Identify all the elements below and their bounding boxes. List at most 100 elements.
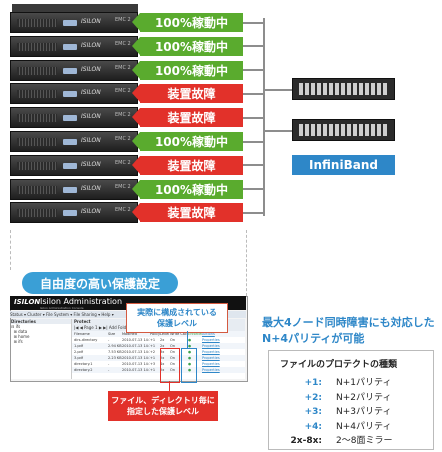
table-cell: +2 <box>150 350 156 354</box>
directory-tree-item[interactable]: ⊟ ifs <box>11 324 21 329</box>
protection-type-row: +4:N+4パリティ <box>278 419 392 432</box>
table-row[interactable]: directory.1-2010-07-13 14:18+34xOn●Prope… <box>72 361 245 367</box>
node-vent <box>17 209 57 218</box>
isilon-logo: ISILON <box>14 298 41 306</box>
connector-switch-2 <box>263 130 292 132</box>
table-cell: Properties <box>202 350 220 354</box>
table-cell: ● <box>188 350 192 354</box>
table-cell: Filename <box>74 332 90 336</box>
protection-type-value: N+3パリティ <box>336 407 392 417</box>
table-cell: directory.1 <box>74 362 93 366</box>
table-cell: 2.23 KB <box>108 356 122 360</box>
protection-type-row: +2:N+2パリティ <box>278 390 392 403</box>
storage-node: ISILON EMC 2 <box>10 35 138 57</box>
flex-protection-pill: 自由度の高い保護設定 <box>22 272 178 294</box>
status-connector <box>243 92 264 95</box>
table-cell: Level <box>160 332 170 336</box>
node-model: EMC 2 <box>115 136 131 142</box>
node-brand: ISILON <box>81 113 101 121</box>
guide-line-right <box>246 230 247 296</box>
table-cell: 2010-07-13 14:18 <box>122 338 150 342</box>
callout-pointer-specified <box>169 381 170 391</box>
table-cell: dirs-directory <box>74 338 98 342</box>
table-cell: ● <box>188 362 192 366</box>
protection-type-row: 2x-8x:2～8面ミラー <box>278 433 393 446</box>
status-connector <box>243 69 264 72</box>
directory-tree-item[interactable]: ⊞ data <box>11 329 28 334</box>
status-connector <box>243 21 264 24</box>
node-led <box>63 43 77 50</box>
node-model: EMC 2 <box>115 64 131 71</box>
node-brand: ISILON <box>81 184 101 192</box>
table-cell: ● <box>188 368 192 372</box>
table-cell: - <box>108 368 110 372</box>
node-led <box>63 91 77 98</box>
status-connector <box>243 140 264 143</box>
table-cell: On <box>170 350 175 354</box>
table-cell: 7.53 KB <box>108 350 122 354</box>
directory-tree[interactable]: ⊟ ifs ⊞ data ⊞ home ⊞ ifs <box>11 324 71 344</box>
table-cell: 2x <box>160 338 165 342</box>
table-row[interactable]: directory.2-2010-07-13 14:18+12xOn●Prope… <box>72 367 245 373</box>
node-status-badge: 100%稼動中 <box>132 36 243 56</box>
node-led <box>63 20 77 26</box>
table-cell: On <box>170 362 175 366</box>
admin-window-title: Isilon Administration <box>40 297 123 306</box>
directory-tree-item[interactable]: ⊞ ifs <box>11 339 23 344</box>
table-cell: Properties <box>202 344 220 348</box>
protection-type-row: +3:N+3パリティ <box>278 404 392 417</box>
connector-bus <box>263 18 265 216</box>
table-cell: +1 <box>150 368 156 372</box>
node-led <box>63 115 77 122</box>
node-status-badge: 装置故障 <box>132 84 243 104</box>
protection-type-key: 2x-8x: <box>290 436 322 446</box>
storage-node: ISILON EMC 2 <box>10 131 138 152</box>
rack-top <box>12 4 138 12</box>
directory-panel-heading: Directories <box>11 319 71 324</box>
guide-line-left <box>10 230 11 270</box>
protection-type-key: +2: <box>304 392 322 403</box>
table-cell: 3x <box>160 350 165 354</box>
node-model: EMC 2 <box>115 88 131 95</box>
table-cell: directory.2 <box>74 368 93 372</box>
table-cell: Size <box>108 332 116 336</box>
table-cell: On <box>170 338 175 342</box>
node-brand: ISILON <box>81 41 101 49</box>
table-cell: +3 <box>150 362 156 366</box>
node-status-badge: 装置故障 <box>132 155 243 175</box>
status-connector <box>243 211 264 214</box>
node-brand: ISILON <box>81 137 101 144</box>
table-cell: 2010-07-13 14:18 <box>122 368 150 372</box>
protection-type-value: N+1パリティ <box>336 378 392 388</box>
table-cell: +1 <box>150 338 156 342</box>
table-cell: ● <box>188 338 192 342</box>
node-led <box>63 162 77 169</box>
protection-type-table <box>268 350 434 450</box>
infiniband-switch-2 <box>292 119 395 141</box>
directory-tree-item[interactable]: ⊞ home <box>11 334 30 339</box>
node-vent <box>17 161 57 170</box>
parity-heading-line1: 最大4ノード同時障害にも対応した <box>262 316 435 329</box>
table-cell: 4x <box>160 362 165 366</box>
table-cell: Properties <box>202 362 220 366</box>
infiniband-switch-1 <box>292 78 395 100</box>
node-model: EMC 2 <box>115 40 131 47</box>
table-cell: Policy <box>150 332 160 336</box>
status-connector <box>243 45 264 48</box>
table-cell: On <box>170 368 175 372</box>
table-cell: 1.pdf <box>74 344 84 348</box>
node-model: EMC 2 <box>115 159 131 166</box>
table-cell: ● <box>188 356 192 360</box>
node-status-badge: 100%稼動中 <box>132 132 243 151</box>
table-row[interactable]: dirs-directory-2010-07-13 14:18+12xOn●Pr… <box>72 337 245 343</box>
specified-protection-callout: ファイル、ディレクトリ毎に 指定した保護レベル <box>108 391 218 421</box>
node-status-badge: 100%稼動中 <box>132 13 243 32</box>
protection-type-key: +1: <box>304 378 322 388</box>
node-vent <box>17 114 57 123</box>
node-vent <box>17 185 57 194</box>
